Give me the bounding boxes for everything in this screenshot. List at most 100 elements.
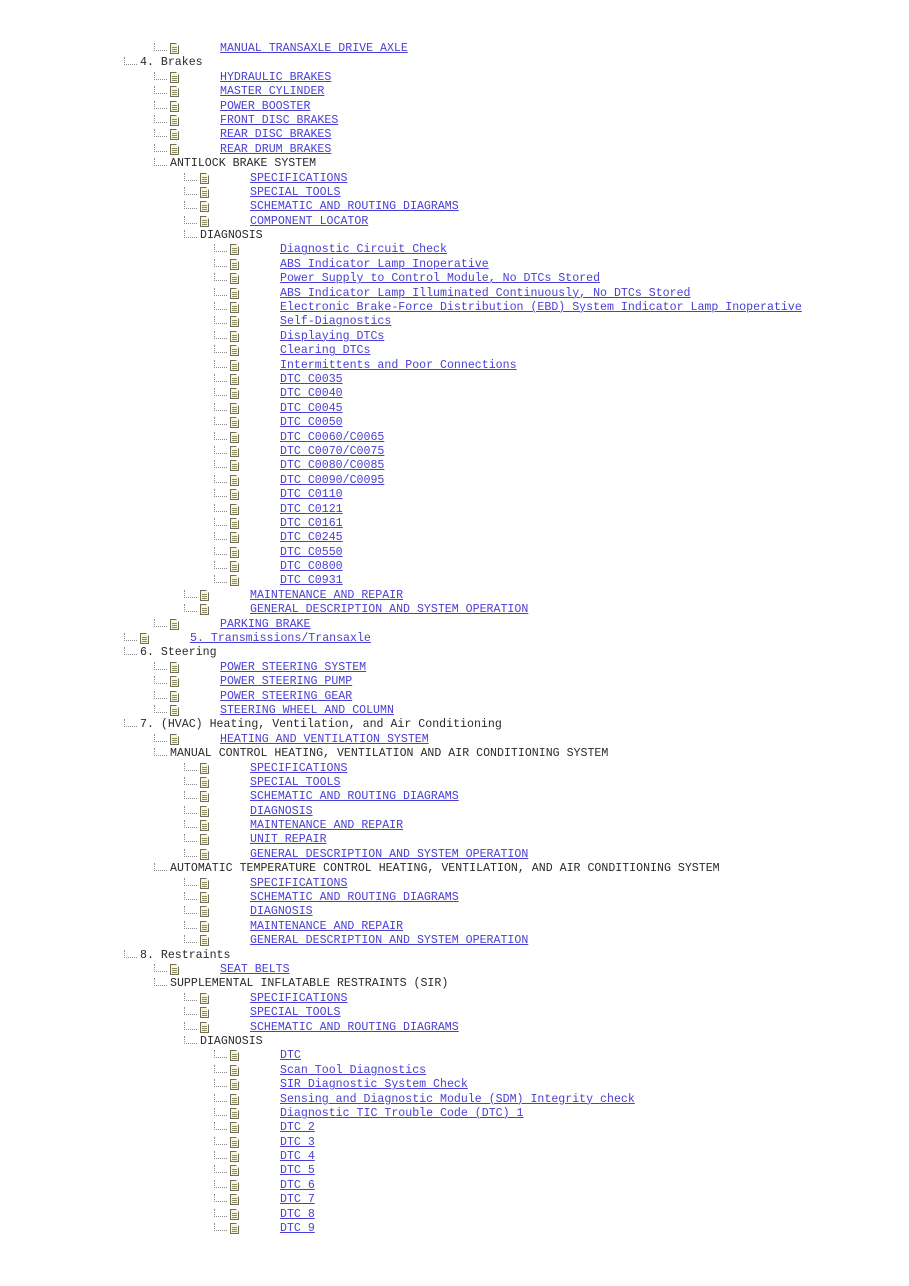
tree-link[interactable]: Power Supply to Control Module, No DTCs …	[280, 272, 601, 286]
tree-link[interactable]: Diagnostic TIC Trouble Code (DTC) 1	[280, 1106, 524, 1120]
tree-link[interactable]: DTC C0090/C0095	[280, 473, 385, 487]
tree-item-link[interactable]: Diagnostic Circuit Check	[0, 243, 909, 257]
tree-link[interactable]: DTC 7	[280, 1193, 315, 1207]
tree-item-link[interactable]: ABS Indicator Lamp Inoperative	[0, 258, 909, 272]
tree-item-link[interactable]: DTC C0045	[0, 402, 909, 416]
tree-item-link[interactable]: SPECIFICATIONS	[0, 762, 909, 776]
tree-link[interactable]: MAINTENANCE AND REPAIR	[250, 588, 404, 602]
tree-item-link[interactable]: DTC	[0, 1049, 909, 1063]
tree-link[interactable]: SPECIFICATIONS	[250, 761, 348, 775]
tree-item-link[interactable]: SPECIFICATIONS	[0, 172, 909, 186]
tree-item-link[interactable]: Power Supply to Control Module, No DTCs …	[0, 272, 909, 286]
tree-link[interactable]: Clearing DTCs	[280, 344, 371, 358]
tree-item-link[interactable]: MANUAL TRANSAXLE DRIVE AXLE	[0, 42, 909, 56]
tree-item-link[interactable]: DTC C0050	[0, 416, 909, 430]
tree-link[interactable]: SPECIAL TOOLS	[250, 775, 341, 789]
tree-link[interactable]: DTC C0550	[280, 545, 343, 559]
tree-item-link[interactable]: POWER BOOSTER	[0, 100, 909, 114]
tree-item-link[interactable]: DTC 5	[0, 1164, 909, 1178]
tree-item-link[interactable]: DTC C0110	[0, 488, 909, 502]
tree-link[interactable]: SPECIAL TOOLS	[250, 1006, 341, 1020]
tree-link[interactable]: UNIT REPAIR	[250, 833, 327, 847]
tree-item-link[interactable]: GENERAL DESCRIPTION AND SYSTEM OPERATION	[0, 603, 909, 617]
tree-link[interactable]: DTC 3	[280, 1135, 315, 1149]
tree-item-link[interactable]: DIAGNOSIS	[0, 905, 909, 919]
tree-link[interactable]: MASTER CYLINDER	[220, 85, 325, 99]
tree-item-link[interactable]: COMPONENT LOCATOR	[0, 215, 909, 229]
tree-link[interactable]: POWER STEERING PUMP	[220, 675, 353, 689]
tree-link[interactable]: DTC 4	[280, 1150, 315, 1164]
tree-item-link[interactable]: MASTER CYLINDER	[0, 85, 909, 99]
tree-link[interactable]: REAR DISC BRAKES	[220, 128, 332, 142]
tree-item-link[interactable]: DTC C0060/C0065	[0, 431, 909, 445]
tree-item-link[interactable]: DTC C0800	[0, 560, 909, 574]
tree-item-link[interactable]: SIR Diagnostic System Check	[0, 1078, 909, 1092]
tree-item-link[interactable]: DTC C0161	[0, 517, 909, 531]
tree-item-link[interactable]: Displaying DTCs	[0, 330, 909, 344]
tree-item-link[interactable]: Sensing and Diagnostic Module (SDM) Inte…	[0, 1093, 909, 1107]
tree-link[interactable]: SPECIAL TOOLS	[250, 185, 341, 199]
tree-item-link[interactable]: MAINTENANCE AND REPAIR	[0, 819, 909, 833]
tree-link[interactable]: HEATING AND VENTILATION SYSTEM	[220, 732, 429, 746]
tree-link[interactable]: COMPONENT LOCATOR	[250, 214, 369, 228]
tree-link[interactable]: SPECIFICATIONS	[250, 876, 348, 890]
tree-link[interactable]: Diagnostic Circuit Check	[280, 243, 447, 257]
tree-item-link[interactable]: SCHEMATIC AND ROUTING DIAGRAMS	[0, 1021, 909, 1035]
tree-link[interactable]: Displaying DTCs	[280, 329, 385, 343]
tree-item-link[interactable]: DTC 3	[0, 1136, 909, 1150]
tree-item-link[interactable]: HEATING AND VENTILATION SYSTEM	[0, 733, 909, 747]
tree-link[interactable]: MAINTENANCE AND REPAIR	[250, 819, 404, 833]
tree-item-link[interactable]: SCHEMATIC AND ROUTING DIAGRAMS	[0, 790, 909, 804]
tree-item-link[interactable]: STEERING WHEEL AND COLUMN	[0, 704, 909, 718]
tree-item-link[interactable]: Electronic Brake-Force Distribution (EBD…	[0, 301, 909, 315]
tree-link[interactable]: POWER STEERING GEAR	[220, 689, 353, 703]
tree-link[interactable]: GENERAL DESCRIPTION AND SYSTEM OPERATION	[250, 847, 529, 861]
tree-item-link[interactable]: FRONT DISC BRAKES	[0, 114, 909, 128]
tree-link[interactable]: SEAT BELTS	[220, 963, 290, 976]
tree-item-link[interactable]: Clearing DTCs	[0, 344, 909, 358]
tree-link[interactable]: Intermittents and Poor Connections	[280, 358, 517, 372]
tree-item-link[interactable]: PARKING BRAKE	[0, 618, 909, 632]
tree-item-link[interactable]: Self-Diagnostics	[0, 315, 909, 329]
tree-item-link[interactable]: SEAT BELTS	[0, 963, 909, 977]
tree-link[interactable]: DTC C0800	[280, 560, 343, 574]
tree-item-link[interactable]: UNIT REPAIR	[0, 833, 909, 847]
tree-item-link[interactable]: SPECIFICATIONS	[0, 992, 909, 1006]
tree-link[interactable]: SPECIFICATIONS	[250, 991, 348, 1005]
tree-item-link[interactable]: DTC C0040	[0, 387, 909, 401]
tree-link[interactable]: DTC C0161	[280, 516, 343, 530]
tree-item-link[interactable]: Scan Tool Diagnostics	[0, 1064, 909, 1078]
tree-item-link[interactable]: DTC 8	[0, 1208, 909, 1222]
tree-link[interactable]: DTC 2	[280, 1121, 315, 1135]
tree-item-link[interactable]: GENERAL DESCRIPTION AND SYSTEM OPERATION	[0, 848, 909, 862]
tree-link[interactable]: POWER BOOSTER	[220, 99, 311, 113]
tree-link[interactable]: DTC C0245	[280, 531, 343, 545]
tree-item-link[interactable]: DTC C0035	[0, 373, 909, 387]
tree-link[interactable]: SCHEMATIC AND ROUTING DIAGRAMS	[250, 200, 459, 214]
tree-link[interactable]: ABS Indicator Lamp Illuminated Continuou…	[280, 286, 691, 300]
tree-link[interactable]: SCHEMATIC AND ROUTING DIAGRAMS	[250, 891, 459, 905]
tree-item-link[interactable]: SPECIFICATIONS	[0, 877, 909, 891]
tree-item-link[interactable]: POWER STEERING SYSTEM	[0, 661, 909, 675]
tree-item-link[interactable]: DTC C0245	[0, 531, 909, 545]
tree-link[interactable]: SCHEMATIC AND ROUTING DIAGRAMS	[250, 790, 459, 804]
tree-item-link[interactable]: Diagnostic TIC Trouble Code (DTC) 1	[0, 1107, 909, 1121]
tree-item-link[interactable]: DTC 9	[0, 1222, 909, 1236]
tree-item-link[interactable]: ABS Indicator Lamp Illuminated Continuou…	[0, 287, 909, 301]
tree-link[interactable]: Sensing and Diagnostic Module (SDM) Inte…	[280, 1092, 635, 1106]
tree-item-link[interactable]: DTC 4	[0, 1150, 909, 1164]
tree-link[interactable]: FRONT DISC BRAKES	[220, 113, 339, 127]
tree-link[interactable]: DTC	[280, 1049, 301, 1063]
tree-item-link[interactable]: SCHEMATIC AND ROUTING DIAGRAMS	[0, 200, 909, 214]
tree-item-link[interactable]: POWER STEERING GEAR	[0, 690, 909, 704]
tree-link[interactable]: DTC C0080/C0085	[280, 459, 385, 473]
tree-item-link[interactable]: DTC C0121	[0, 503, 909, 517]
tree-item-link[interactable]: Intermittents and Poor Connections	[0, 359, 909, 373]
tree-link[interactable]: DTC 9	[280, 1222, 315, 1236]
tree-item-link[interactable]: GENERAL DESCRIPTION AND SYSTEM OPERATION	[0, 934, 909, 948]
tree-link[interactable]: Electronic Brake-Force Distribution (EBD…	[280, 301, 802, 315]
tree-item-link[interactable]: DTC C0550	[0, 546, 909, 560]
tree-link[interactable]: PARKING BRAKE	[220, 617, 311, 631]
tree-link[interactable]: Scan Tool Diagnostics	[280, 1063, 427, 1077]
tree-link[interactable]: SIR Diagnostic System Check	[280, 1078, 468, 1092]
